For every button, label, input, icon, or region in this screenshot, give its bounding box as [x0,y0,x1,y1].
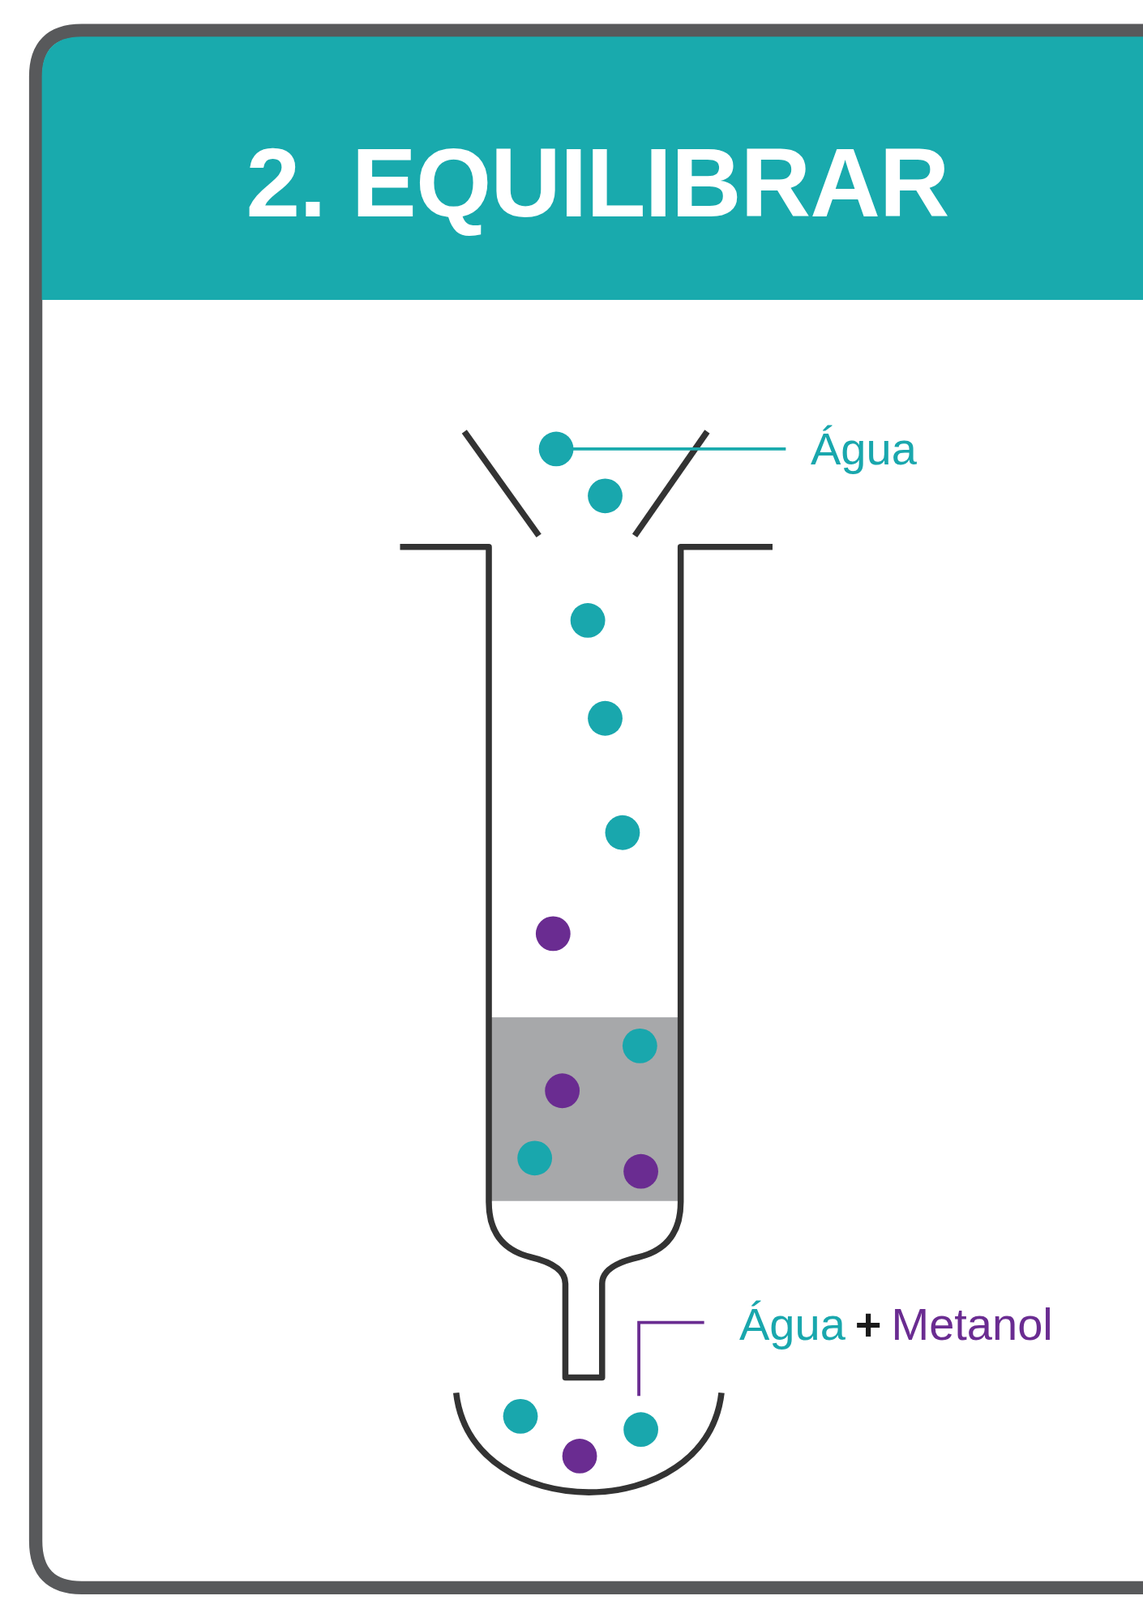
header-band [42,36,1143,300]
leader-line [556,447,786,451]
funnel-wall [634,432,707,536]
spe-cartridge [399,547,772,1379]
label: + [855,1299,882,1350]
water-molecules [503,432,659,1448]
methanol-molecules [535,916,659,1473]
label-row: Água+Metanol [739,1299,1054,1350]
sorbent-bed [489,1017,680,1202]
title: 2. EQUILIBRAR [111,121,1084,244]
label: Água [739,1299,846,1350]
collection-vessel [456,1392,722,1493]
card-border [35,30,1143,1589]
leader-line [638,1322,705,1397]
label: Metanol [891,1299,1054,1350]
label-row: Água [810,423,917,475]
label: Água [810,423,917,475]
funnel-wall [464,432,540,536]
